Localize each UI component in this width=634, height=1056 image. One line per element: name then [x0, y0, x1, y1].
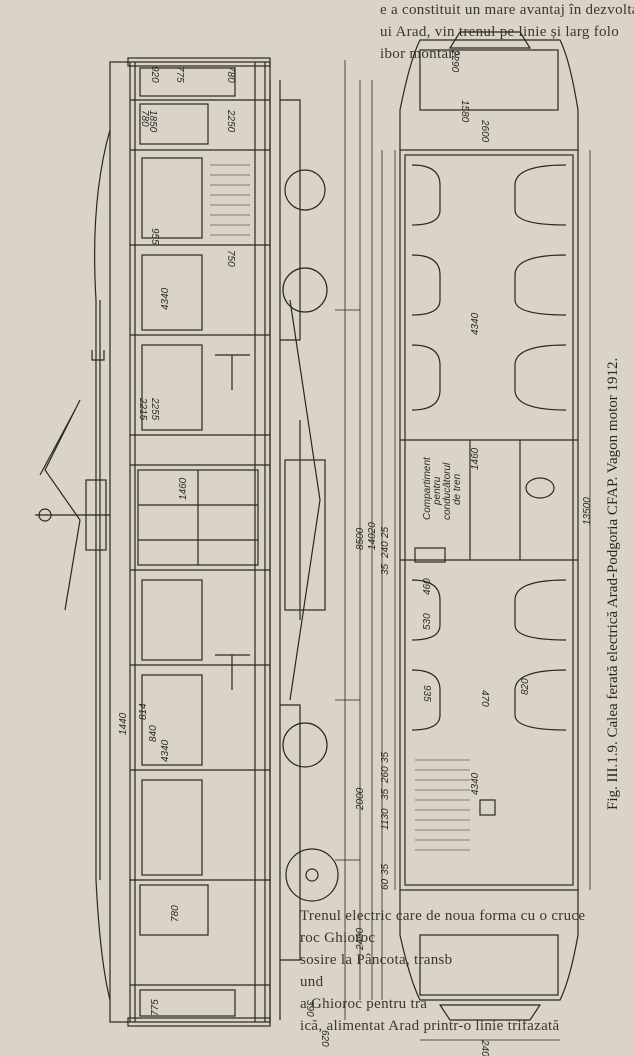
dimension-label: 2215 [137, 398, 148, 421]
dimension-label: 8500 [355, 527, 366, 550]
dimension-label: 13500 [582, 497, 593, 525]
dimension-label: 35 [380, 863, 391, 875]
dimension-label: 2000 [355, 787, 366, 810]
dimension-label: 2490 [355, 927, 366, 950]
dimension-label: 240 [380, 541, 391, 558]
background-text-line: e a constituit un mare avantaj în dezvol… [380, 2, 634, 18]
side-elevation [35, 57, 271, 1027]
dimension-label: 60 [380, 878, 391, 890]
dimension-label: 4340 [160, 287, 171, 310]
background-text-line: a Ghioroc pentru tra [300, 996, 428, 1012]
dimension-label: 840 [148, 725, 159, 742]
background-text-line: sosire la Pâncota, transb [300, 952, 453, 968]
dimension-label: 2290 [449, 50, 460, 73]
dimension-label: 620 [319, 1030, 330, 1047]
dimension-lines [335, 60, 383, 1020]
background-text-line: Trenul electric care de noua forma cu o … [300, 908, 586, 924]
dimension-label: 35 [380, 788, 391, 800]
dimension-label: 814 [138, 703, 149, 720]
dimension-label: 955 [149, 228, 160, 245]
dimension-label: 1440 [118, 712, 129, 735]
dimension-label: 1460 [470, 447, 481, 470]
dimension-label: 260 [380, 766, 391, 783]
dimension-label: 4340 [470, 312, 481, 335]
dimension-label: 25 [380, 526, 391, 538]
dimension-label: 4340 [160, 739, 171, 762]
plan-view [394, 31, 591, 1041]
dimension-label: 460 [422, 578, 433, 595]
underframe [269, 80, 339, 1020]
dimension-label: 14020 [367, 522, 378, 550]
background-text-line: roc Ghioroc [300, 930, 376, 946]
dimension-label: 935 [421, 685, 432, 702]
dimension-label: 530 [422, 613, 433, 630]
dimension-label: 780 [139, 110, 150, 127]
dimension-label: 2400 [479, 1040, 490, 1056]
dimension-label: 390 [304, 1000, 315, 1017]
dimension-label: 1580 [459, 100, 470, 123]
dimension-label: 775 [174, 66, 185, 83]
dimension-label: 780 [170, 905, 181, 922]
dimension-label: 920 [149, 66, 160, 83]
dimension-label: 35 [380, 751, 391, 763]
dimension-label: 4340 [470, 772, 481, 795]
dimension-label: 820 [520, 678, 531, 695]
background-text-line: und [300, 974, 324, 990]
dimension-label: 1130 [380, 808, 391, 830]
dimension-label: 775 [150, 999, 161, 1016]
dimension-label: 35 [380, 563, 391, 575]
background-text-line: ică, alimentat Arad printr-o linie trifa… [300, 1018, 560, 1034]
dimension-label: 1460 [178, 477, 189, 500]
compartment-label-line: de tren [452, 473, 463, 505]
dimension-label: 2600 [479, 120, 490, 143]
dimension-label: 2250 [225, 110, 236, 133]
figure-caption: Fig. III.1.9. Calea ferată electrică Ara… [605, 357, 621, 810]
dimension-label: 780 [225, 66, 236, 83]
dimension-label: 470 [479, 690, 490, 707]
dimension-label: 750 [225, 250, 236, 267]
dimension-label: 2255 [149, 398, 160, 421]
